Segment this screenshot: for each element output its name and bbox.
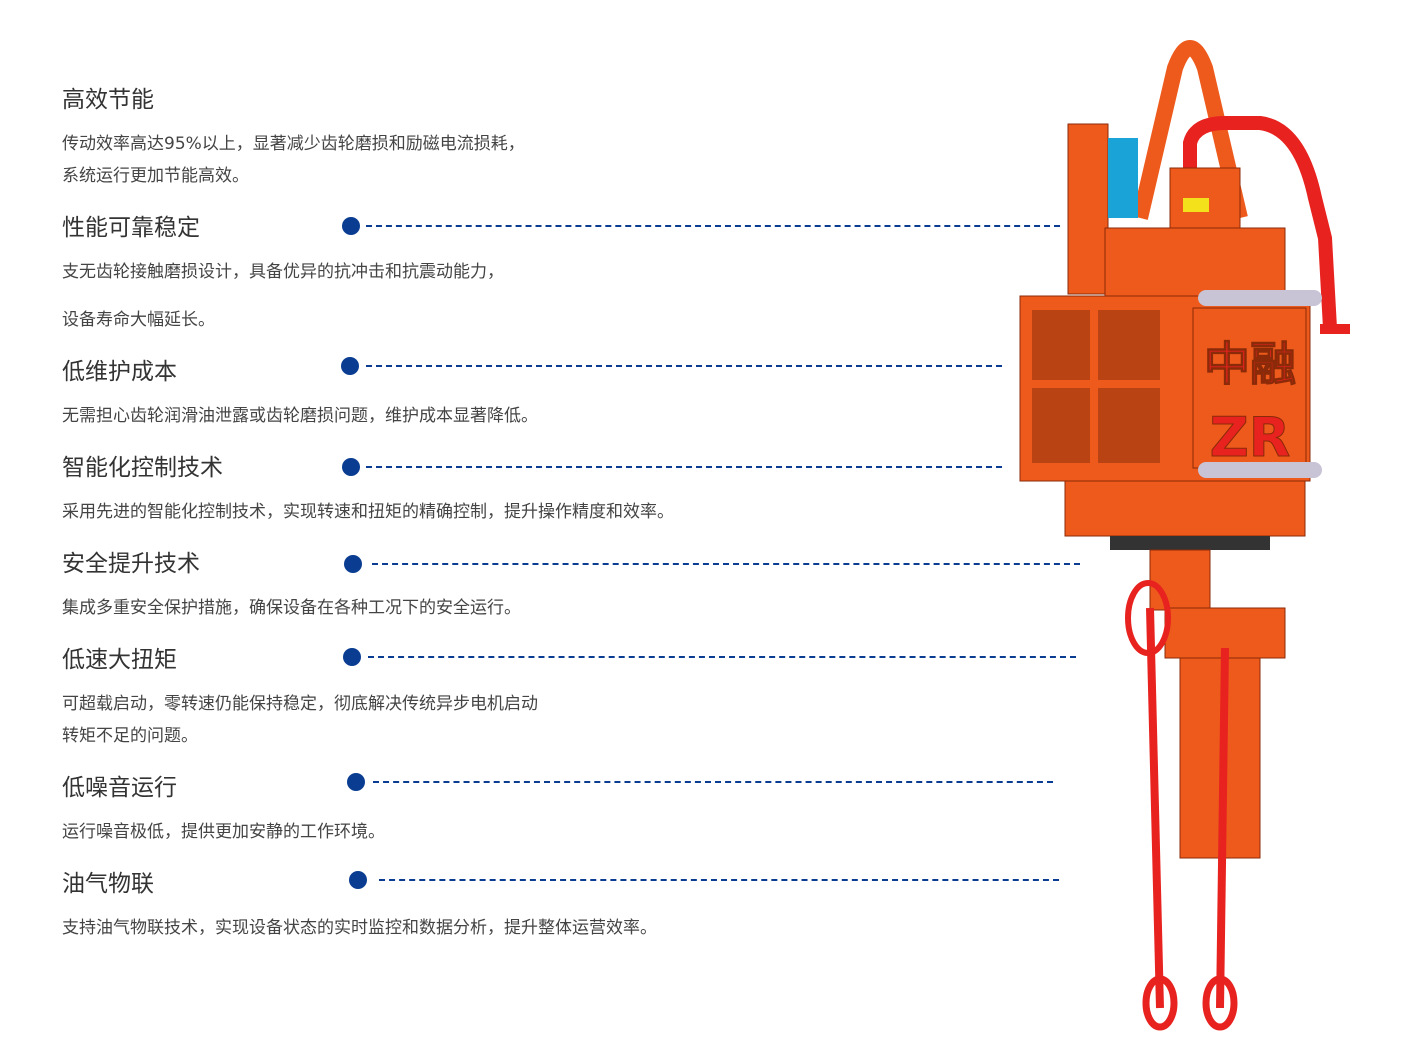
feature-desc: 无需担心齿轮润滑油泄露或齿轮磨损问题，维护成本显著降低。 [62,406,538,426]
dashed-connector [366,365,1002,367]
brand-logo-cn: 中融 [1204,337,1296,391]
vibratory-hammer-illustration: 中融 ZR [1019,40,1350,1031]
feature-title: 高效节能 [62,87,154,113]
bullet-dot-icon [343,648,361,666]
bullet-dot-icon [341,357,359,375]
dashed-connector [373,781,1053,783]
bullet-dot-icon [342,458,360,476]
feature-desc: 设备寿命大幅延长。 [62,310,215,330]
hydraulic-hose [1183,116,1337,329]
bullet-dot-icon [344,555,362,573]
feature-desc: 转矩不足的问题。 [62,726,198,746]
feature-title: 低速大扭矩 [62,647,177,673]
feature-desc: 集成多重安全保护措施，确保设备在各种工况下的安全运行。 [62,598,521,618]
feature-desc: 可超载启动，零转速仍能保持稳定，彻底解决传统异步电机启动 [62,694,538,714]
feature-title: 低噪音运行 [62,775,177,801]
feature-desc: 传动效率高达95%以上，显著减少齿轮磨损和励磁电流损耗， [62,134,525,154]
feature-desc: 系统运行更加节能高效。 [62,166,249,186]
feature-desc: 采用先进的智能化控制技术，实现转速和扭矩的精确控制，提升操作精度和效率。 [62,502,674,522]
feature-title: 低维护成本 [62,359,177,385]
feature-title: 性能可靠稳定 [62,215,200,241]
feature-desc: 支无齿轮接触磨损设计，具备优异的抗冲击和抗震动能力， [62,262,504,282]
feature-title: 安全提升技术 [62,551,200,577]
dashed-connector [372,563,1080,565]
bullet-dot-icon [349,871,367,889]
dashed-connector [366,466,1002,468]
dashed-connector [379,879,1059,881]
bullet-dot-icon [347,773,365,791]
brand-logo-en: ZR [1210,406,1291,469]
dashed-connector [366,225,1060,227]
hydraulic-hose [1132,40,1248,220]
feature-title: 油气物联 [62,871,154,897]
feature-desc: 支持油气物联技术，实现设备状态的实时监控和数据分析，提升整体运营效率。 [62,918,657,938]
bullet-dot-icon [342,217,360,235]
dashed-connector [368,656,1076,658]
feature-desc: 运行噪音极低，提供更加安静的工作环境。 [62,822,385,842]
feature-title: 智能化控制技术 [62,455,223,481]
